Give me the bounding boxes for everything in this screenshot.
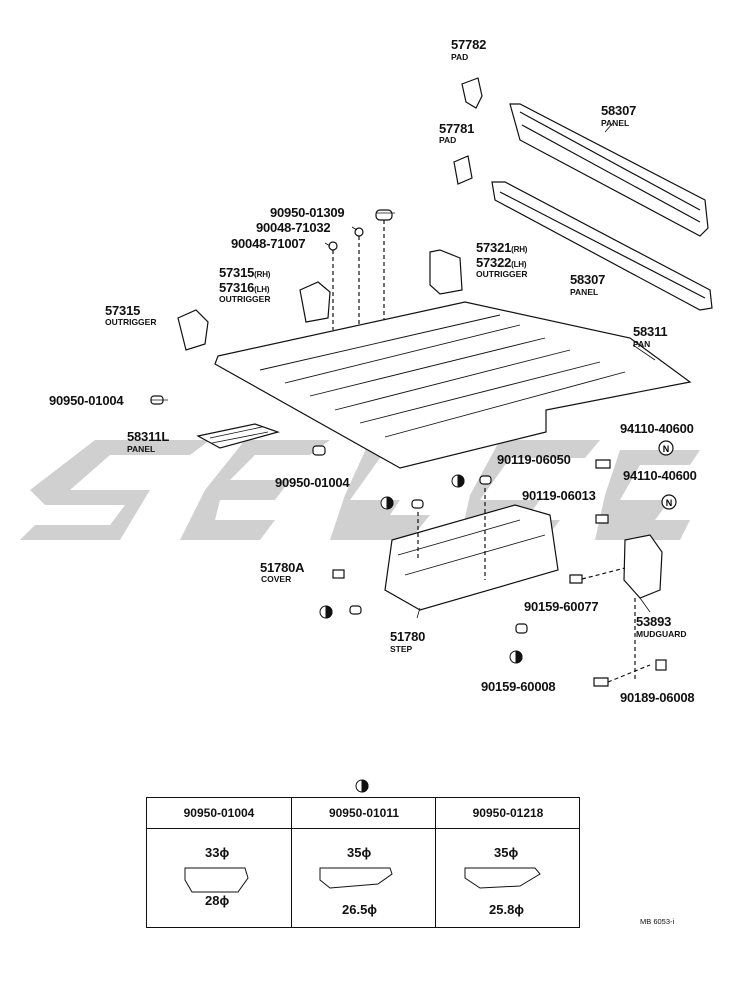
- grommet-size-table: 90950-01004 33ϕ 28ϕ 90950-01011 35ϕ 26.5…: [146, 797, 580, 928]
- bottom-diameter-1: 28ϕ: [205, 893, 230, 908]
- label-57322-desc: OUTRIGGER: [476, 269, 528, 279]
- top-diameter-2: 35ϕ: [347, 845, 372, 860]
- grommet-sections: [184, 867, 541, 893]
- plug-step-right: [515, 623, 528, 634]
- label-57782-number: 57782: [451, 37, 487, 52]
- label-58307a-number: 58307: [601, 103, 637, 118]
- plug-step-top: [479, 475, 492, 485]
- label-90048-71032: 90048-71032: [256, 220, 331, 235]
- label-57321-number: 57321(RH): [476, 240, 528, 255]
- bolt-90159-60077: [569, 574, 583, 584]
- label-58307a-desc: PANEL: [601, 118, 630, 128]
- label-58311-number: 58311: [633, 324, 668, 339]
- label-57315rh-number: 57315(RH): [219, 265, 271, 280]
- floor-pan-58311: [214, 301, 692, 469]
- label-90119-06050: 90119-06050: [497, 452, 571, 467]
- label-58311L-number: 58311L: [127, 429, 170, 444]
- label-57316-number: 57316(LH): [219, 280, 270, 295]
- table-column-3: 90950-01218 35ϕ 25.8ϕ: [435, 798, 580, 927]
- label-94110-40600-b: 94110-40600: [623, 468, 697, 483]
- cover-51780A-shape: [332, 569, 345, 579]
- bottom-diameter-3: 25.8ϕ: [489, 902, 525, 917]
- outrigger-57315-shape: [177, 309, 209, 351]
- plug-90950-01004-b: [312, 445, 326, 456]
- mudguard-53893-shape: [623, 534, 663, 599]
- label-94110-40600-a: 94110-40600: [620, 421, 694, 436]
- panel-58307-upper: [509, 103, 709, 237]
- watermark-logo: [20, 440, 700, 540]
- label-51780A-desc: COVER: [261, 574, 292, 584]
- label-58311-desc: PAN: [633, 339, 651, 349]
- label-58307b-desc: PANEL: [570, 287, 599, 297]
- table-column-2: 90950-01011 35ϕ 26.5ϕ: [291, 798, 436, 927]
- bottom-diameter-2: 26.5ϕ: [342, 902, 378, 917]
- outrigger-57315rh-shape: [299, 281, 331, 323]
- outrigger-57321-shape: [429, 249, 463, 295]
- plug-step-bottom: [349, 605, 362, 615]
- label-90950-01004-a: 90950-01004: [49, 393, 124, 408]
- pad-57781-shape: [453, 155, 473, 185]
- top-diameter-1: 33ϕ: [205, 845, 230, 860]
- label-90048-71007: 90048-71007: [231, 236, 306, 251]
- diagram-code: MB 6053-i: [640, 917, 675, 926]
- nut-symbol-b: [661, 494, 677, 510]
- label-90189-06008: 90189-06008: [620, 690, 695, 705]
- nut-90189-06008: [655, 659, 667, 671]
- label-90159-60008: 90159-60008: [481, 679, 556, 694]
- nut-symbol-a: [658, 440, 674, 456]
- label-57315-number: 57315: [105, 303, 141, 318]
- label-57781-desc: PAD: [439, 135, 457, 145]
- label-51780-desc: STEP: [390, 644, 413, 654]
- label-57322-number: 57322(LH): [476, 255, 527, 270]
- top-diameter-3: 35ϕ: [494, 845, 519, 860]
- bolt-90119-06050: [595, 459, 611, 469]
- label-53893-desc: MUDGUARD: [636, 629, 687, 639]
- svg-text:N: N: [666, 498, 673, 508]
- label-57781-number: 57781: [439, 121, 475, 136]
- table-header-2: 90950-01011: [292, 798, 436, 829]
- table-header-3: 90950-01218: [436, 798, 580, 829]
- bolt-90159-60008: [593, 677, 609, 687]
- panel-58307-lower: [491, 181, 713, 311]
- pad-57782-shape: [461, 77, 483, 109]
- label-51780A-number: 51780A: [260, 560, 305, 575]
- plug-90950-01309: [375, 209, 393, 221]
- label-90950-01004-b: 90950-01004: [275, 475, 350, 490]
- label-57315-desc: OUTRIGGER: [105, 317, 157, 327]
- label-58307b-number: 58307: [570, 272, 606, 287]
- label-53893-number: 53893: [636, 614, 672, 629]
- label-57316-desc: OUTRIGGER: [219, 294, 271, 304]
- label-58311L-desc: PANEL: [127, 444, 156, 454]
- bolt-90119-06013: [595, 514, 609, 524]
- table-header-1: 90950-01004: [147, 798, 291, 829]
- label-90119-06013: 90119-06013: [522, 488, 596, 503]
- bolt-90048-71007: [328, 241, 338, 251]
- label-90950-01309: 90950-01309: [270, 205, 345, 220]
- label-51780-number: 51780: [390, 629, 426, 644]
- svg-text:N: N: [663, 444, 670, 454]
- label-57782-desc: PAD: [451, 52, 469, 62]
- plug-step-left: [411, 499, 424, 509]
- table-column-1: 90950-01004 33ϕ 28ϕ: [147, 798, 291, 927]
- label-90159-60077: 90159-60077: [524, 599, 599, 614]
- step-51780-shape: [384, 504, 559, 611]
- grommet-symbol-icons: [319, 474, 523, 793]
